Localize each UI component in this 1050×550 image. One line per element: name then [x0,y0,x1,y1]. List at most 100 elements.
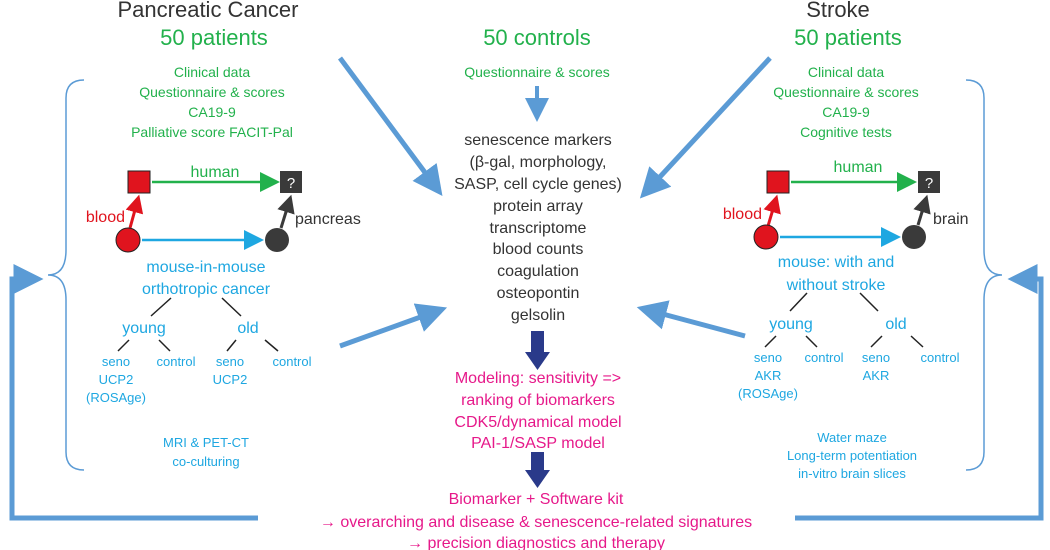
mouse-blood-node [115,227,141,253]
old-label: old [237,320,258,337]
tree-branch [870,335,883,348]
pancreatic-data-line: CA19-9 [188,104,236,120]
arrow-stroke-mouse-to-markers [636,300,746,339]
stroke-data-line: Cognitive tests [800,124,892,140]
right-feedback-loop [795,264,1044,521]
mouse-model-line: without stroke [786,277,886,294]
biomarker-line: osteopontin [497,285,580,302]
young-treatment-line: seno [754,350,782,365]
human-blood-sample-node [766,170,790,194]
brain-label: brain [933,211,969,228]
human-label: human [834,159,883,176]
biomarker-line: gelsolin [511,307,565,324]
biomarker-line: protein array [493,198,583,215]
modeling-line: Modeling: sensitivity => [455,370,621,387]
question-mark: ? [287,175,295,192]
tree-branch [805,335,818,348]
mouse-blood-node [753,224,779,250]
unknown-target-node [918,171,940,193]
human-label: human [191,164,240,181]
old-control-label: control [920,350,959,365]
old-treatment-line: seno [862,350,890,365]
tree-branch [264,339,279,352]
biomarker-line: blood counts [493,241,584,258]
pancreatic-cancer-title: Pancreatic Cancer [118,0,299,22]
stroke-data-line: Clinical data [808,64,884,80]
tree-branch [226,339,237,352]
modeling-block: Modeling: sensitivity => ranking of biom… [454,370,621,452]
modeling-line: CDK5/dynamical model [454,414,621,431]
stroke-data-line: Questionnaire & scores [773,84,919,100]
pancreatic-method-line: co-culturing [172,454,239,469]
controls-questionnaire: Questionnaire & scores [464,64,610,80]
controls-count: 50 controls [483,25,591,50]
stroke-method-line: in-vitro brain slices [798,466,906,481]
unknown-target-node [280,171,302,193]
pancreatic-data-line: Clinical data [174,64,250,80]
pancreas-arrow [277,194,295,229]
controls-panel: 50 controls Questionnaire & scores senes… [320,25,752,550]
old-treatment-line: AKR [863,368,890,383]
modeling-line: ranking of biomarkers [461,392,615,409]
stroke-data-line: CA19-9 [822,104,870,120]
kit-line: → precision diagnostics and therapy [407,535,665,550]
stroke-panel: Stroke 50 patients Clinical data Questio… [723,0,1003,481]
kit-line: → overarching and disease & senescence-r… [320,514,752,531]
arrow-pancreatic-to-markers [337,56,443,197]
stroke-patient-count: 50 patients [794,25,902,50]
biomarker-list: senescence markers (β-gal, morphology, S… [454,132,622,324]
tree-branch [910,335,924,348]
young-treatment-line: seno [102,354,130,369]
pancreatic-method-line: MRI & PET-CT [163,435,249,450]
young-control-label: control [804,350,843,365]
young-treatment-line: (ROSAge) [86,390,146,405]
biomarker-line: (β-gal, morphology, [470,154,607,171]
pancreatic-data-line: Questionnaire & scores [139,84,285,100]
left-feedback-loop [9,264,258,521]
young-control-label: control [156,354,195,369]
tree-branch [221,297,242,317]
biomarker-kit-block: Biomarker + Software kit → overarching a… [320,491,752,550]
modeling-down-arrow [525,331,550,370]
old-treatment-line: seno [216,354,244,369]
blood-arrow [763,194,781,227]
old-label: old [885,316,906,333]
tree-branch [117,339,130,352]
biomarker-line: SASP, cell cycle genes) [454,176,622,193]
question-mark: ? [925,175,933,192]
mouse-model-line: orthotropic cancer [142,281,271,298]
mouse-model-line: mouse: with and [778,254,895,271]
pancreatic-data-line: Palliative score FACIT-Pal [131,124,293,140]
brain-arrow [913,194,931,226]
right-curly-brace [965,79,1003,471]
stroke-method-line: Water maze [817,430,887,445]
tree-branch [158,339,171,352]
biomarker-line: senescence markers [464,132,612,149]
tree-branch [150,297,172,317]
tree-branch [789,292,808,312]
old-treatment-line: UCP2 [213,372,248,387]
blood-label: blood [86,209,125,226]
biomarker-line: coagulation [497,263,579,280]
pancreatic-patient-count: 50 patients [160,25,268,50]
tree-branch [859,292,879,312]
modeling-line: PAI-1/SASP model [471,435,605,452]
old-control-label: control [272,354,311,369]
young-label: young [769,316,813,333]
mouse-model-line: mouse-in-mouse [146,259,265,276]
blood-arrow [125,194,144,229]
young-treatment-line: UCP2 [99,372,134,387]
kit-line: Biomarker + Software kit [449,491,624,508]
pancreas-node [265,228,289,252]
stroke-clinical-data-list: Clinical data Questionnaire & scores CA1… [773,64,919,140]
brain-node [902,225,926,249]
arrow-stroke-to-markers [639,56,772,199]
human-blood-sample-node [127,170,151,194]
young-treatment-line: (ROSAge) [738,386,798,401]
pancreas-label: pancreas [295,211,361,228]
kit-down-arrow [525,452,550,488]
tree-branch [764,335,777,348]
stroke-method-line: Long-term potentiation [787,448,917,463]
stroke-title: Stroke [806,0,870,22]
